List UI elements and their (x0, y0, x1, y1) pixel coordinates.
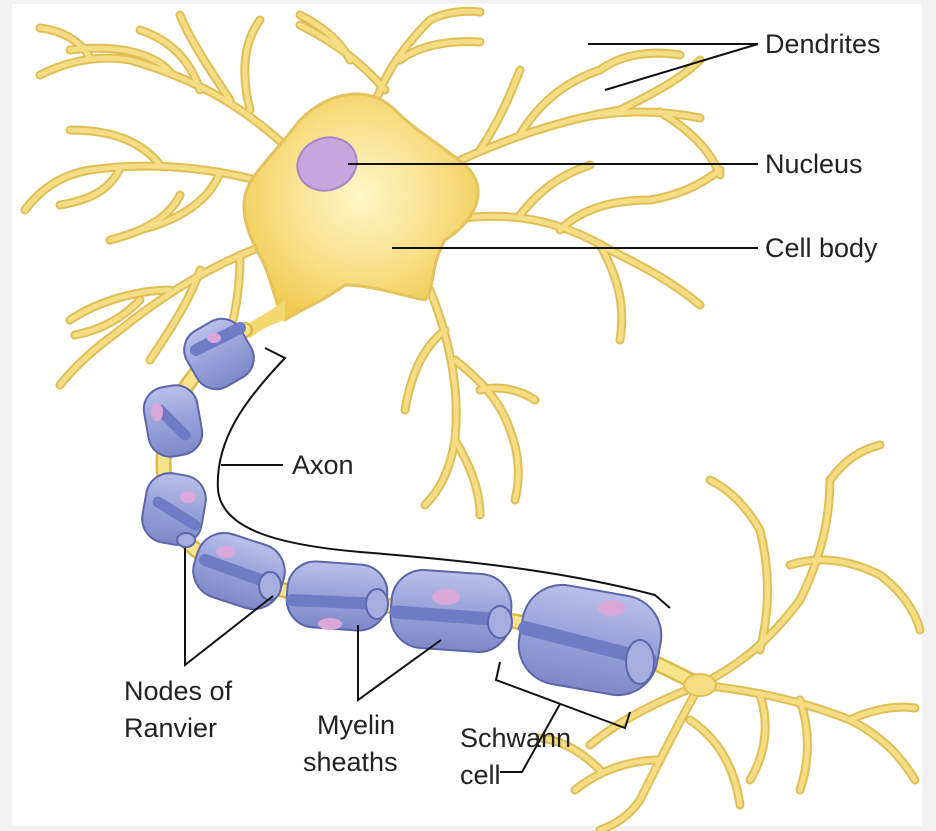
label-nodes-line2: Ranvier (124, 713, 217, 743)
label-schwann-line2: cell (460, 760, 501, 790)
label-myelin-line1: Myelin (317, 710, 395, 740)
label-dendrites: Dendrites (765, 29, 881, 59)
label-nodes-line1: Nodes of (124, 676, 233, 706)
myelin-segment (285, 560, 389, 633)
label-nucleus: Nucleus (765, 149, 863, 179)
label-myelin-line2: sheaths (303, 747, 398, 777)
label-axon: Axon (292, 450, 354, 480)
label-schwann-line1: Schwann (460, 723, 571, 753)
myelin-segment (388, 568, 513, 654)
label-cell-body: Cell body (765, 233, 878, 263)
